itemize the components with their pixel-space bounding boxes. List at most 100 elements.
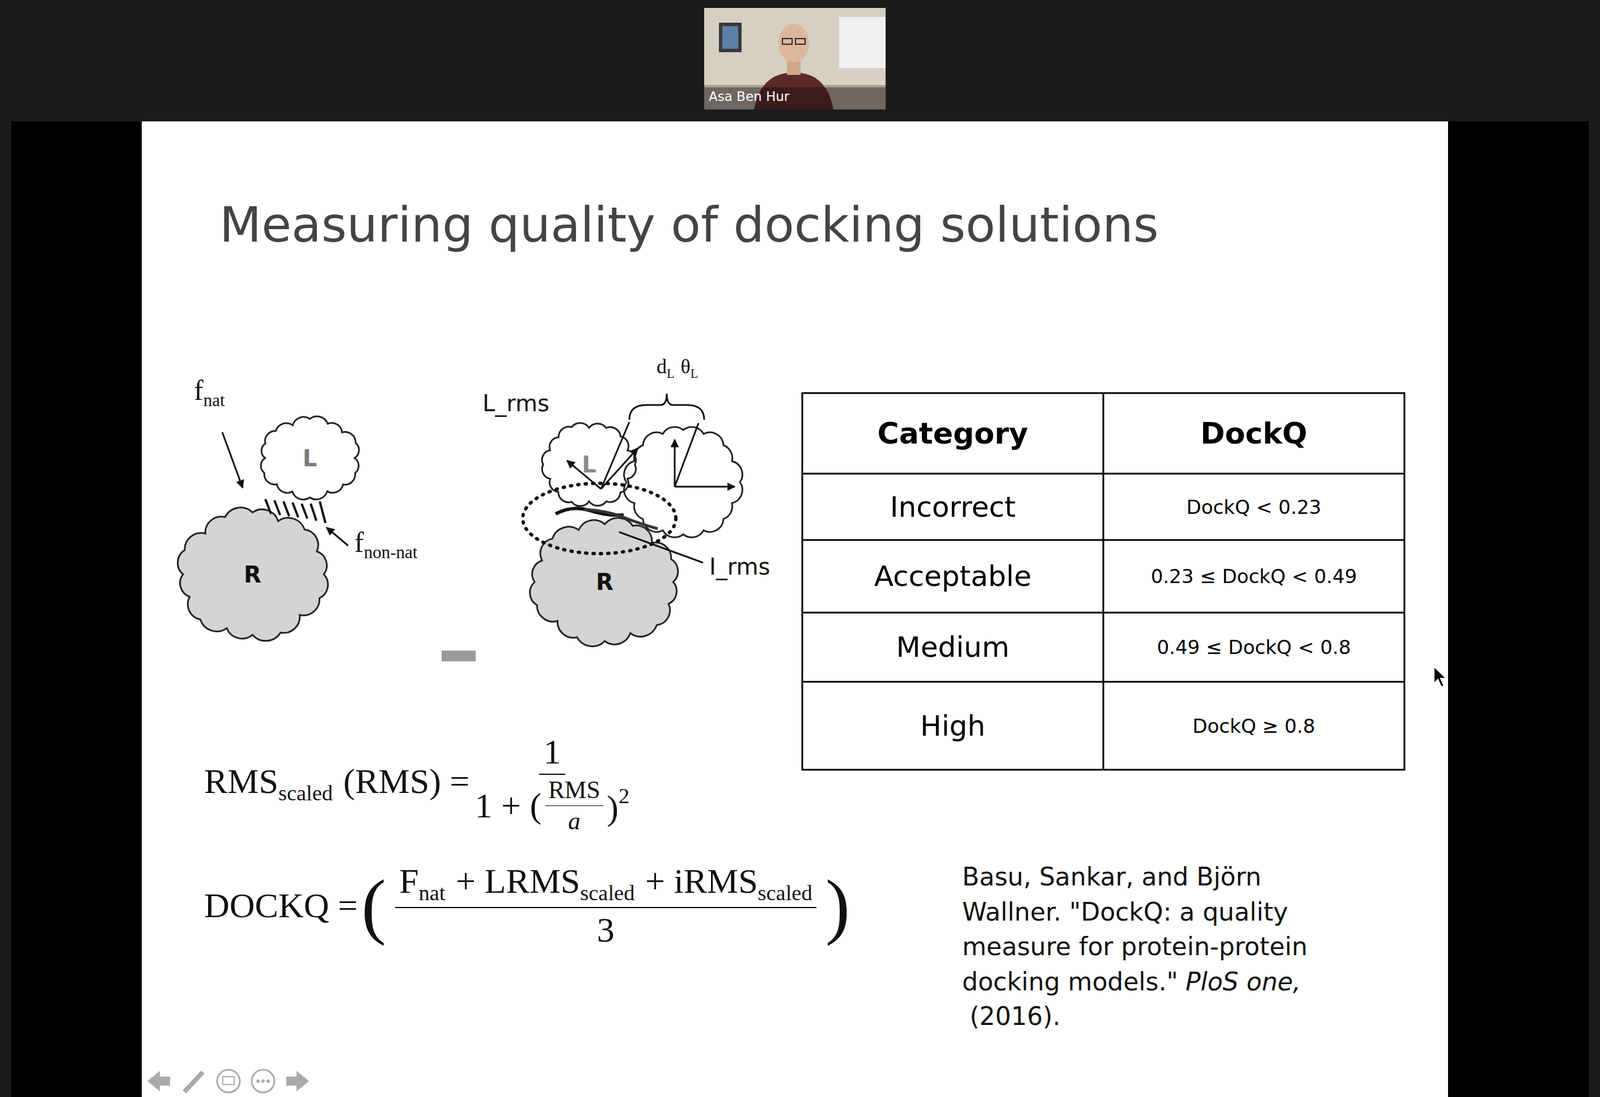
figure-label-group: L_rms — [482, 390, 550, 417]
nav-forward — [286, 1070, 310, 1091]
picture-frame — [718, 22, 742, 53]
hatch-line — [310, 503, 317, 521]
figure-label: L — [666, 366, 675, 381]
irms-leader — [619, 531, 704, 563]
blob-shape — [530, 517, 679, 646]
nav-more — [261, 1078, 265, 1083]
table-cell: 0.49 ≤ DockQ < 0.8 — [1105, 614, 1403, 680]
blob-shape — [177, 507, 328, 641]
figure-label: θ — [680, 354, 691, 378]
blob-label: R — [595, 569, 614, 595]
table-header: Category — [877, 416, 1029, 451]
formula-text-group: RMSscaled(RMS) =11 + (RMSa)2 — [204, 731, 635, 836]
table-cell: DockQ ≥ 0.8 — [1105, 683, 1403, 768]
slide-page — [141, 121, 1449, 1097]
formula-text-group: DOCKQ =(Fnat+ LRMSscaled+ iRMSscaled3) — [204, 860, 854, 950]
ligand-axis — [674, 485, 735, 488]
table-border — [802, 392, 1405, 770]
formula-text: nat — [418, 880, 446, 905]
ligand-moved-blob — [624, 426, 743, 538]
category-name: High — [920, 709, 986, 743]
table-cell: Acceptable — [804, 542, 1102, 611]
blob-label: L — [302, 445, 318, 471]
citation-journal: PloS one, — [1185, 966, 1301, 996]
figure-label: non-nat — [363, 542, 418, 562]
table-rule — [802, 611, 1405, 614]
table-cell: DockQ — [1105, 395, 1403, 472]
person-head — [778, 23, 810, 63]
formula-text: RMS — [204, 761, 279, 800]
formula-text: 1 — [543, 731, 561, 771]
interface-line — [583, 509, 658, 529]
fnonnat-pointer — [326, 527, 349, 546]
nav-view — [217, 1069, 240, 1092]
receptor-blob: R — [520, 510, 689, 654]
ligand-blob: L — [250, 408, 370, 508]
formula-text: + iRMS — [645, 861, 759, 900]
hatch-line — [319, 501, 326, 523]
curly-bracket — [629, 393, 705, 420]
blob-shape — [260, 416, 359, 500]
nav-view — [222, 1076, 235, 1085]
formula-text: RMS — [548, 775, 601, 803]
video-desk — [704, 85, 886, 110]
presenter-name-group: Asa Ben Hur — [708, 89, 790, 104]
figure-label: L — [690, 366, 699, 381]
figure-label: d — [656, 354, 667, 378]
ligand-axis — [566, 460, 601, 489]
hatch-line — [265, 498, 272, 514]
citation: Basu, Sankar, and Björn Wallner. "DockQ:… — [962, 858, 1354, 1034]
formula-text: 3 — [597, 909, 615, 949]
formula-text: a — [568, 806, 581, 835]
table-cell: Category — [804, 395, 1102, 472]
formula-text: + LRMS — [455, 861, 581, 900]
presenter-name: Asa Ben Hur — [708, 89, 790, 104]
table-cell: DockQ < 0.23 — [1105, 475, 1403, 538]
dockq-range: 0.23 ≤ DockQ < 0.49 — [1150, 564, 1358, 588]
video-thumbnail — [704, 7, 886, 110]
table-cell: Incorrect — [804, 475, 1102, 538]
hatch-line — [301, 503, 308, 519]
figure-label: nat — [203, 390, 226, 410]
formula-text: scaled — [758, 880, 813, 905]
formula-text: F — [399, 861, 419, 900]
glasses — [795, 38, 806, 45]
picture — [722, 26, 739, 49]
big-parenthesis: ( — [361, 868, 386, 942]
table-cell: Medium — [804, 614, 1102, 680]
hatch-line — [274, 500, 281, 515]
ligand-axis — [674, 439, 676, 487]
formula-text: scaled — [580, 880, 635, 905]
whiteboard — [839, 17, 886, 69]
table-rule — [802, 539, 1405, 541]
figure-label-group: I_rms — [709, 553, 770, 580]
video-background — [704, 7, 886, 110]
formula-text: ) — [606, 788, 619, 827]
formula-text: (RMS) = — [343, 761, 471, 800]
blob-shape — [542, 422, 637, 506]
dockq-table-grid — [802, 392, 1405, 770]
citation-year: (2016). — [969, 1001, 1061, 1031]
formula-text: scaled — [278, 780, 333, 805]
formula-text: DOCKQ = — [204, 885, 358, 925]
table-rule — [1102, 392, 1105, 770]
table-header: DockQ — [1200, 416, 1308, 451]
nav-more — [251, 1069, 275, 1092]
big-parenthesis: ) — [825, 868, 850, 942]
minus-sign — [441, 650, 476, 662]
formula-text: 1 + ( — [475, 785, 543, 825]
blob-label: R — [243, 561, 262, 587]
figure-label: L_rms — [482, 390, 550, 417]
nav-pen — [184, 1071, 203, 1092]
figure-label: f — [354, 526, 364, 558]
category-name: Incorrect — [890, 490, 1017, 524]
ligand-axis — [600, 447, 638, 489]
interface-region — [522, 483, 676, 554]
figure-label-group: dLθL — [656, 354, 698, 381]
contact-hatching — [265, 498, 326, 523]
receptor-blob: R — [168, 500, 337, 649]
glasses — [782, 38, 793, 45]
hatch-line — [283, 501, 290, 516]
name-band — [704, 87, 886, 110]
